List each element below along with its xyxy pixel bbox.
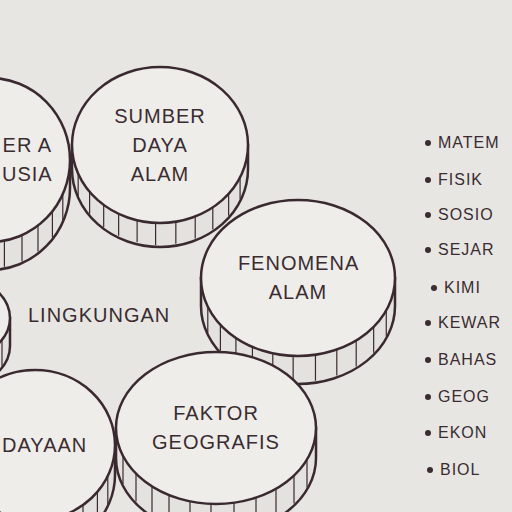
disc-stripe	[62, 194, 63, 220]
disc-stripe	[118, 214, 119, 236]
disc-stripe	[135, 474, 136, 502]
list-bullet	[425, 177, 431, 183]
disc-stripe	[4, 241, 5, 267]
list-bullet	[431, 285, 437, 291]
disc-label: DAYAAN	[2, 431, 87, 460]
disc-node: DAYAAN	[0, 370, 115, 512]
disc-stripe	[151, 486, 152, 512]
disc-stripe	[336, 349, 337, 375]
disc-stripe	[233, 503, 234, 512]
disc-text-group: SUMBER DAYA ALAM	[114, 102, 206, 189]
disc-shape	[72, 67, 248, 247]
disc-stripe	[195, 216, 196, 238]
disc-node: ER A USIA	[0, 78, 70, 270]
disc-stripe	[228, 194, 229, 216]
disc-top	[0, 78, 70, 242]
subject-item: SEJAR	[438, 241, 495, 259]
disc-label: ER A USIA	[2, 131, 53, 189]
list-bullet	[425, 320, 431, 326]
disc-stripe	[175, 222, 176, 244]
disc-stripe	[255, 498, 256, 512]
subject-item: EKON	[438, 424, 487, 442]
disc-stripe	[212, 207, 213, 229]
subject-item: SOSIO	[438, 206, 494, 224]
subject-item: GEOG	[438, 388, 490, 406]
disc-stripe	[356, 340, 357, 366]
subject-item: MATEM	[438, 134, 500, 152]
disc-stripe	[220, 325, 221, 351]
disc-stripe	[107, 476, 108, 504]
disc-label: FENOMENA ALAM	[238, 249, 358, 307]
subject-item: BIOL	[440, 461, 480, 479]
disc-top	[72, 67, 248, 223]
subject-item: FISIK	[438, 171, 483, 189]
center-label: LINGKUNGAN	[28, 304, 170, 327]
disc-stripe	[89, 192, 90, 214]
disc-node: FAKTOR GEOGRAFIS	[116, 352, 316, 512]
disc-stripe	[189, 501, 190, 512]
disc-text-group: FAKTOR GEOGRAFIS	[152, 399, 280, 457]
disc-text-group: FENOMENA ALAM	[238, 249, 358, 307]
list-bullet	[427, 467, 433, 473]
list-bullet	[425, 140, 431, 146]
disc-top	[0, 370, 115, 512]
partial-disc	[0, 268, 10, 368]
disc-stripe	[275, 489, 276, 512]
disc-stripe	[103, 205, 104, 227]
disc-stripe	[293, 476, 294, 504]
list-bullet	[425, 430, 431, 436]
list-bullet	[425, 394, 431, 400]
disc-stripe	[315, 355, 316, 381]
disc-text-group: ER A USIA	[2, 131, 53, 189]
disc-stripe	[207, 307, 208, 333]
disc-stripe	[137, 220, 138, 242]
list-bullet	[425, 212, 431, 218]
subject-item: BAHAS	[438, 351, 497, 369]
disc-label: SUMBER DAYA ALAM	[114, 102, 206, 189]
disc-stripe	[52, 211, 53, 237]
list-bullet	[425, 357, 431, 363]
disc-stripe	[386, 310, 387, 336]
disc-stripe	[306, 460, 307, 488]
disc-stripe	[155, 223, 156, 245]
disc-stripe	[168, 495, 169, 512]
disc-top	[201, 200, 395, 356]
disc-label: FAKTOR GEOGRAFIS	[152, 399, 280, 457]
disc-stripe	[122, 456, 123, 484]
disc-stripe	[373, 327, 374, 353]
disc-stripe	[21, 235, 22, 261]
subject-item: KEWAR	[438, 314, 501, 332]
disc-node: SUMBER DAYA ALAM	[72, 67, 248, 247]
disc-stripe	[97, 492, 98, 512]
disc-top	[116, 352, 316, 504]
subject-item: KIMI	[444, 279, 481, 297]
disc-stripe	[37, 226, 38, 252]
disc-text-group: DAYAAN	[2, 431, 87, 460]
list-bullet	[425, 247, 431, 253]
